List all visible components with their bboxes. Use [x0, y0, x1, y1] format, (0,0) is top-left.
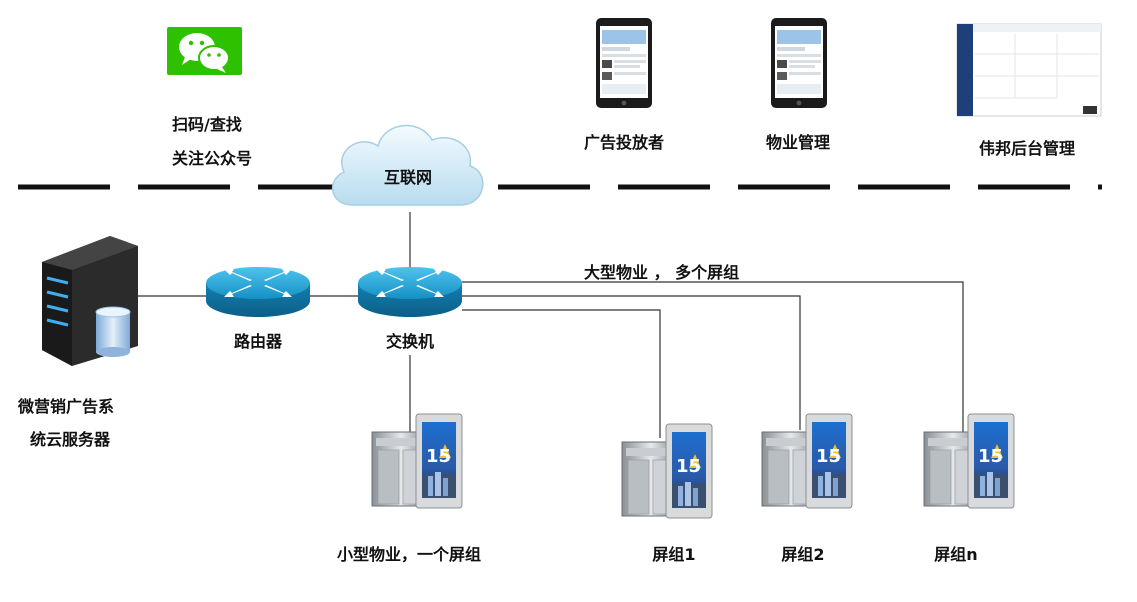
internet-label: 互联网 — [383, 168, 433, 187]
property-tablet-icon — [771, 18, 827, 108]
connection-lines — [138, 212, 964, 438]
backend-dashboard-icon — [956, 23, 1102, 117]
wechat-icon — [167, 27, 242, 75]
internet-cloud-icon — [331, 124, 484, 206]
property-mgmt-label: 物业管理 — [765, 133, 831, 152]
server-label-line2: 统云服务器 — [30, 430, 111, 449]
switch-label: 交换机 — [385, 332, 435, 351]
wechat-label-line2: 关注公众号 — [172, 149, 253, 168]
screen-group-label: 屏组2 — [781, 545, 825, 564]
small-property-label: 小型物业，一个屏组 — [336, 545, 482, 564]
router-label: 路由器 — [233, 332, 283, 351]
server-label-line1: 微营销广告系 — [18, 397, 115, 416]
backend-label: 伟邦后台管理 — [978, 139, 1076, 158]
database-cylinder-icon — [95, 306, 131, 357]
floor-number: 15 — [426, 446, 451, 467]
floor-number: 15 — [676, 456, 701, 477]
large-property-label: 大型物业 ， 多个屏组 — [584, 263, 740, 282]
wechat-label-line1: 扫码/查找 — [172, 115, 242, 134]
screen-group-label: 屏组n — [934, 545, 978, 564]
advertiser-tablet-icon — [596, 18, 652, 108]
screen-group-label: 屏组1 — [652, 545, 696, 564]
floor-number: 15 — [978, 446, 1003, 467]
advertiser-label: 广告投放者 — [583, 133, 665, 152]
floor-number: 15 — [816, 446, 841, 467]
switch-icon — [358, 267, 462, 317]
router-icon — [206, 267, 310, 317]
